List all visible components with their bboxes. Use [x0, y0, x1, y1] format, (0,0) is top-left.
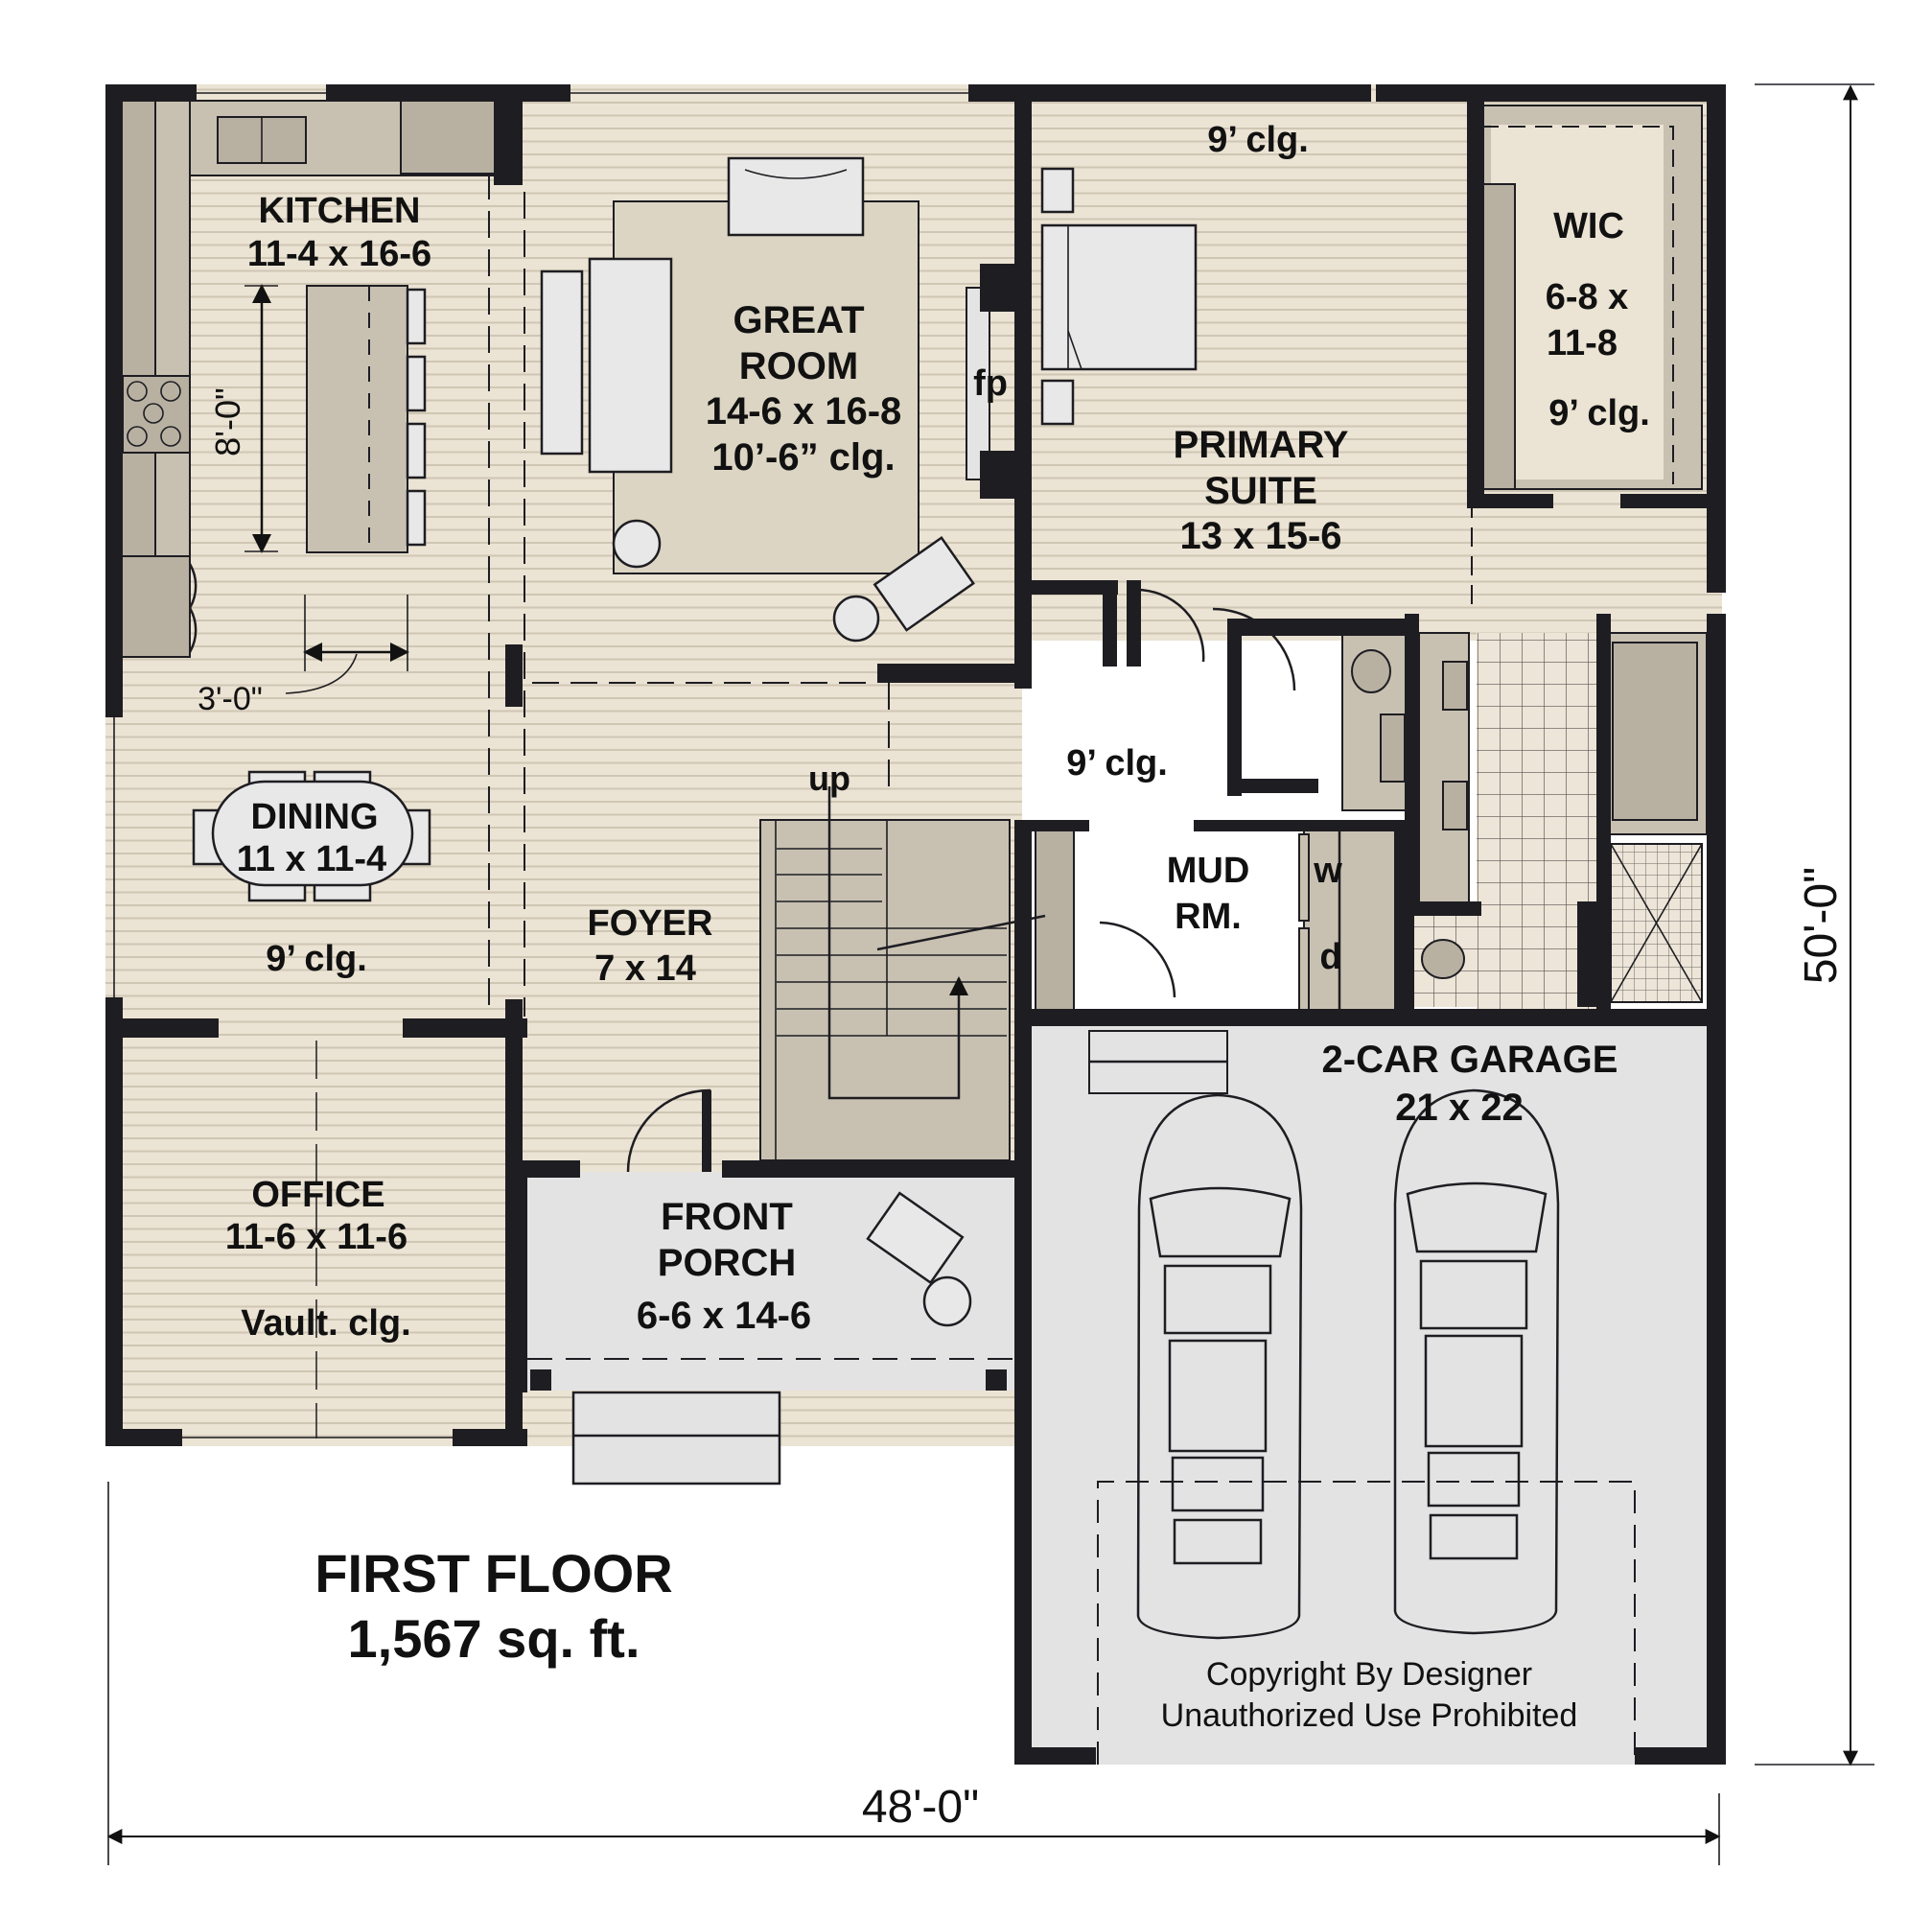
- plan-title: FIRST FLOOR: [314, 1543, 672, 1603]
- mud-room-fixtures: [1035, 588, 1396, 1015]
- mud-room-name-2: RM.: [1175, 897, 1242, 937]
- bath-fixtures: [1341, 632, 1708, 1003]
- stair-up-label: up: [808, 759, 850, 798]
- great-room-furniture: [540, 156, 1022, 643]
- aisle-dimension: 3'-0": [198, 681, 263, 717]
- dryer-label: d: [1319, 937, 1341, 977]
- fridge: [400, 100, 500, 175]
- suite-name-2: SUITE: [1204, 470, 1317, 512]
- overall-width: 48'-0": [862, 1782, 979, 1833]
- porch-size: 6-6 x 14-6: [637, 1295, 811, 1337]
- primary-suite-furniture: [1040, 105, 1703, 490]
- walls: [105, 84, 1726, 1765]
- washer-label: w: [1313, 851, 1342, 891]
- garage-name: 2-CAR GARAGE: [1322, 1039, 1618, 1081]
- great-room-ceiling: 10’-6” clg.: [711, 436, 895, 479]
- suite-name-1: PRIMARY: [1174, 424, 1349, 466]
- console: [540, 269, 584, 456]
- suite-size: 13 x 15-6: [1179, 515, 1341, 557]
- garage-contents: [1088, 1030, 1636, 1765]
- pantry: [120, 555, 191, 658]
- nightstand: [1040, 379, 1075, 426]
- foyer-size: 7 x 14: [594, 948, 696, 989]
- kitchen-name: KITCHEN: [259, 191, 421, 231]
- overall-depth: 50'-0": [1796, 867, 1847, 984]
- stairs: [759, 786, 1046, 1161]
- porch-name-1: FRONT: [661, 1196, 793, 1238]
- wic-size-2: 11-8: [1547, 323, 1618, 363]
- porch-steps: [571, 1391, 781, 1485]
- great-room-name-2: ROOM: [739, 345, 858, 387]
- nightstand: [1040, 167, 1075, 214]
- garage-size: 21 x 22: [1395, 1087, 1523, 1129]
- wic-ceiling: 9’ clg.: [1548, 393, 1650, 433]
- mud-room-name-1: MUD: [1167, 851, 1250, 891]
- dimension-lines: [106, 83, 1874, 1865]
- sofa: [588, 257, 673, 474]
- fireplace: [966, 287, 990, 480]
- suite-ceiling: 9’ clg.: [1207, 120, 1309, 160]
- dining-name: DINING: [251, 797, 379, 837]
- copyright-line-1: Copyright By Designer: [1206, 1656, 1532, 1693]
- copyright-line-2: Unauthorized Use Prohibited: [1161, 1697, 1578, 1734]
- kitchen-island: [306, 285, 408, 553]
- hall-ceiling: 9’ clg.: [1066, 743, 1168, 784]
- office-size: 11-6 x 11-6: [225, 1217, 407, 1257]
- dashed-lines: [315, 173, 1473, 1438]
- room-labels: KITCHEN 11-4 x 16-6 8'-0" 3'-0" GREAT RO…: [198, 120, 1847, 1833]
- porch-furniture: [527, 1088, 1022, 1485]
- dining-table: [192, 770, 431, 902]
- kitchen-fixtures: [120, 100, 505, 658]
- wic-size-1: 6-8 x: [1546, 277, 1629, 317]
- bed: [1040, 223, 1198, 371]
- kitchen-size: 11-4 x 16-6: [247, 234, 431, 274]
- office-name: OFFICE: [251, 1175, 384, 1215]
- foyer-name: FOYER: [588, 903, 713, 944]
- great-room-size: 14-6 x 16-8: [706, 390, 902, 433]
- island-dimension: 8'-0": [208, 387, 247, 456]
- fireplace-label: fp: [973, 363, 1008, 404]
- car-left-icon: [1136, 1093, 1303, 1640]
- cooktop: [122, 375, 191, 454]
- car-right-icon: [1393, 1088, 1560, 1635]
- office-ceiling: Vault. clg.: [241, 1303, 410, 1344]
- porch-name-2: PORCH: [658, 1242, 796, 1284]
- great-room-name-1: GREAT: [733, 299, 864, 341]
- armchair: [727, 156, 865, 237]
- wic-name: WIC: [1553, 206, 1624, 246]
- dining-size: 11 x 11-4: [237, 839, 386, 879]
- plan-area: 1,567 sq. ft.: [347, 1608, 640, 1669]
- garage-floor: [1022, 1026, 1722, 1765]
- dining-ceiling: 9’ clg.: [266, 939, 367, 979]
